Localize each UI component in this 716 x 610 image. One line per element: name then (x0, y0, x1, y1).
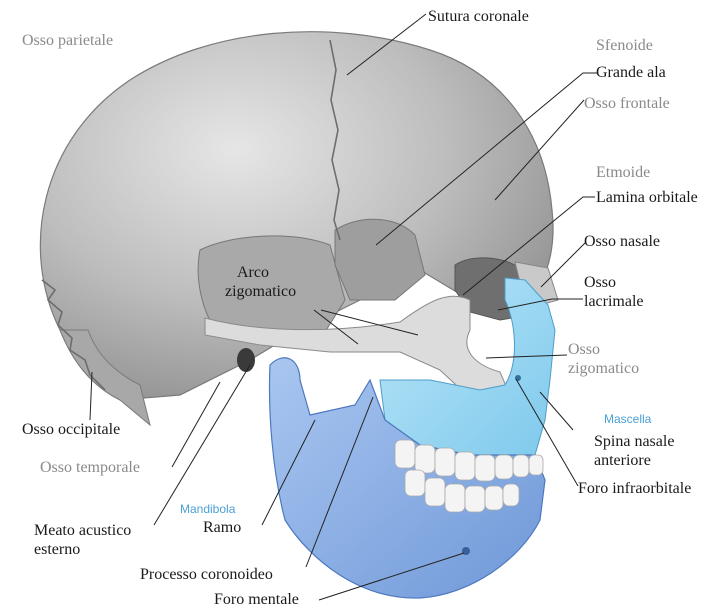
label-spina-nasale: Spina nasale anteriore (594, 432, 674, 470)
label-mascella: Mascella (604, 412, 651, 426)
label-osso-zigomatico-line2: zigomatico (568, 359, 639, 378)
label-mandibola: Mandibola (180, 502, 235, 516)
mental-foramen (462, 547, 470, 555)
label-arco-zigomatico-line1: Arco (225, 263, 296, 282)
label-meato-acustico-line1: Meato acustico (34, 521, 131, 540)
label-osso-lacrimale-line2: lacrimale (584, 292, 644, 311)
label-sfenoide: Sfenoide (596, 36, 653, 55)
label-etmoide: Etmoide (596, 163, 650, 182)
label-meato-acustico-line2: esterno (34, 540, 131, 559)
label-osso-zigomatico-line1: Osso (568, 340, 639, 359)
label-sutura-coronale: Sutura coronale (428, 7, 529, 26)
label-arco-zigomatico-line2: zigomatico (225, 282, 296, 301)
label-arco-zigomatico: Arco zigomatico (225, 263, 296, 301)
label-osso-parietale: Osso parietale (22, 31, 113, 50)
label-osso-occipitale: Osso occipitale (22, 420, 120, 439)
label-spina-nasale-line1: Spina nasale (594, 432, 674, 451)
label-osso-frontale: Osso frontale (584, 94, 670, 113)
label-osso-zigomatico: Osso zigomatico (568, 340, 639, 378)
sphenoid-greater-wing (335, 219, 425, 300)
label-grande-ala: Grande ala (596, 63, 666, 82)
label-lamina-orbitale: Lamina orbitale (596, 188, 698, 207)
label-processo-coronoideo: Processo coronoideo (140, 565, 273, 584)
external-acoustic-meatus (237, 348, 255, 372)
label-meato-acustico: Meato acustico esterno (34, 521, 131, 559)
label-foro-mentale: Foro mentale (214, 590, 299, 609)
label-foro-infraorbitale: Foro infraorbitale (578, 479, 691, 498)
label-osso-lacrimale-line1: Osso (584, 273, 644, 292)
label-osso-nasale: Osso nasale (584, 232, 660, 251)
label-ramo: Ramo (203, 518, 241, 537)
label-osso-lacrimale: Osso lacrimale (584, 273, 644, 311)
label-spina-nasale-line2: anteriore (594, 451, 674, 470)
infraorbital-foramen (515, 375, 521, 381)
label-osso-temporale: Osso temporale (40, 458, 140, 477)
